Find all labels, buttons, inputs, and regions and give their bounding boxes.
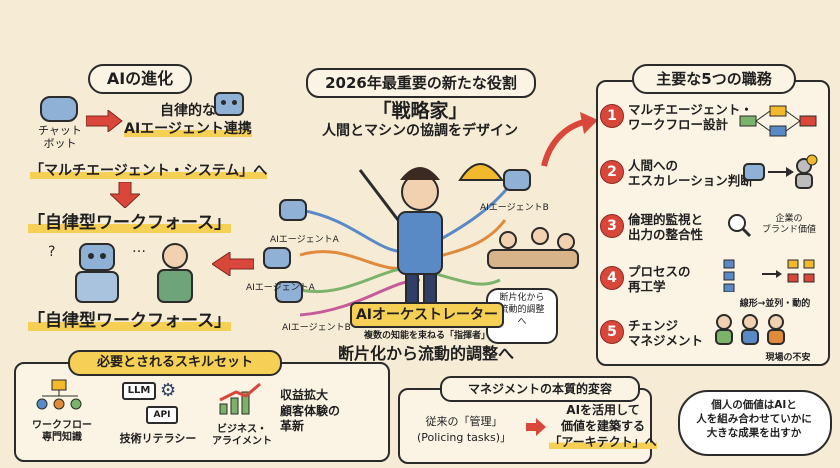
value-speech-bubble [678,390,832,456]
orchestrator-illustration [263,163,579,317]
org-chart-icon [36,379,82,410]
agent-a-label-2: AIエージェントA [246,283,315,293]
skill-cx-text: 顧客体験の 革新 [280,404,341,433]
people-group-icon [715,314,785,345]
role-number-1: 1 [600,104,624,128]
management-to: AIを活用して 価値を建築する 「アーキテクト」へ [549,403,657,449]
multi-agent-text: 「マルチエージェント・システム」へ [30,163,268,179]
management-from: 従来の「管理」 (Policing tasks)」 [416,415,512,444]
autonomous-workforce-2: 「自律型ワークフォース」 [28,311,232,331]
skill-workflow-label: ワークフロー 専門知識 [32,420,92,443]
role-number-2: 2 [600,160,624,184]
agent-a-label-1: AIエージェントA [270,235,339,245]
management-title: マネジメントの本質的変容 [440,376,640,402]
orchestrator-label: AIオーケストレーター [350,302,504,328]
role-number-3: 3 [600,214,624,238]
evolution-title: AIの進化 [88,64,192,94]
arrow-left-icon [212,252,254,276]
role-number-4: 4 [600,266,624,290]
skills-panel [14,362,390,462]
process-flow-icon [723,259,815,292]
role-3-note: 企業の ブランド価値 [761,214,816,235]
chatbot-label: チャット ボット [38,124,82,150]
autonomous-workforce-1: 「自律型ワークフォース」 [28,213,232,233]
role-1-text: マルチエージェント・ ワークフロー設計 [628,102,753,132]
skill-tech-label: 技術リテラシー [119,432,197,445]
workflow-diagram-icon [739,105,817,137]
role-4-text: プロセスの 再工学 [628,264,691,294]
agent-b-label-1: AIエージェントB [480,203,549,213]
chat-bubble-icon [40,96,78,122]
orchestrator-subtitle: 複数の知能を束ねる「指揮者」 [363,331,490,341]
svg-text:…: … [132,240,146,256]
role-5-note: 現場の不安 [765,353,811,363]
value-bubble-text: 個人の価値はAIと 人を組み合わせていかに 大きな成果を出すか [696,399,812,439]
role-3-text: 倫理的監視と 出力の整合性 [628,212,704,242]
skill-business-label: ビジネス・ アライメント [212,424,272,447]
robot-and-person-illustration: ? … [48,240,193,303]
growth-chart-icon [219,382,261,415]
magnifier-icon [728,214,752,238]
escalation-icon [743,154,818,189]
arrow-up-right-icon [541,112,598,167]
roles-title: 主要な5つの職務 [632,64,796,94]
llm-badge: LLM [122,382,156,400]
page-subtitle: 人間とマシンの協調をデザイン [322,123,518,139]
flow-headline: 断片化から流動的調整へ [337,344,514,363]
autonomous-agents-text: 自律的な AIエージェント連携 [124,103,252,137]
gear-icon: ⚙ [160,380,177,401]
arrow-right-icon [86,110,123,132]
api-badge: API [146,406,178,424]
skill-revenue-text: 収益拡大 [280,388,329,402]
role-4-note: 線形→並列・動的 [739,299,811,309]
role-2-text: 人間への エスカレーション判断 [628,158,753,188]
page-title: 「戦略家」 [372,100,468,122]
skills-title: 必要とされるスキルセット [68,350,282,376]
arrow-right-icon [526,418,546,436]
header-banner: 2026年最重要の新たな役割 [306,68,536,98]
svg-text:?: ? [48,244,55,260]
agent-b-label-2: AIエージェントB [282,323,351,333]
role-number-5: 5 [600,320,624,344]
role-5-text: チェンジ マネジメント [628,318,704,348]
arrow-down-icon [110,182,140,208]
